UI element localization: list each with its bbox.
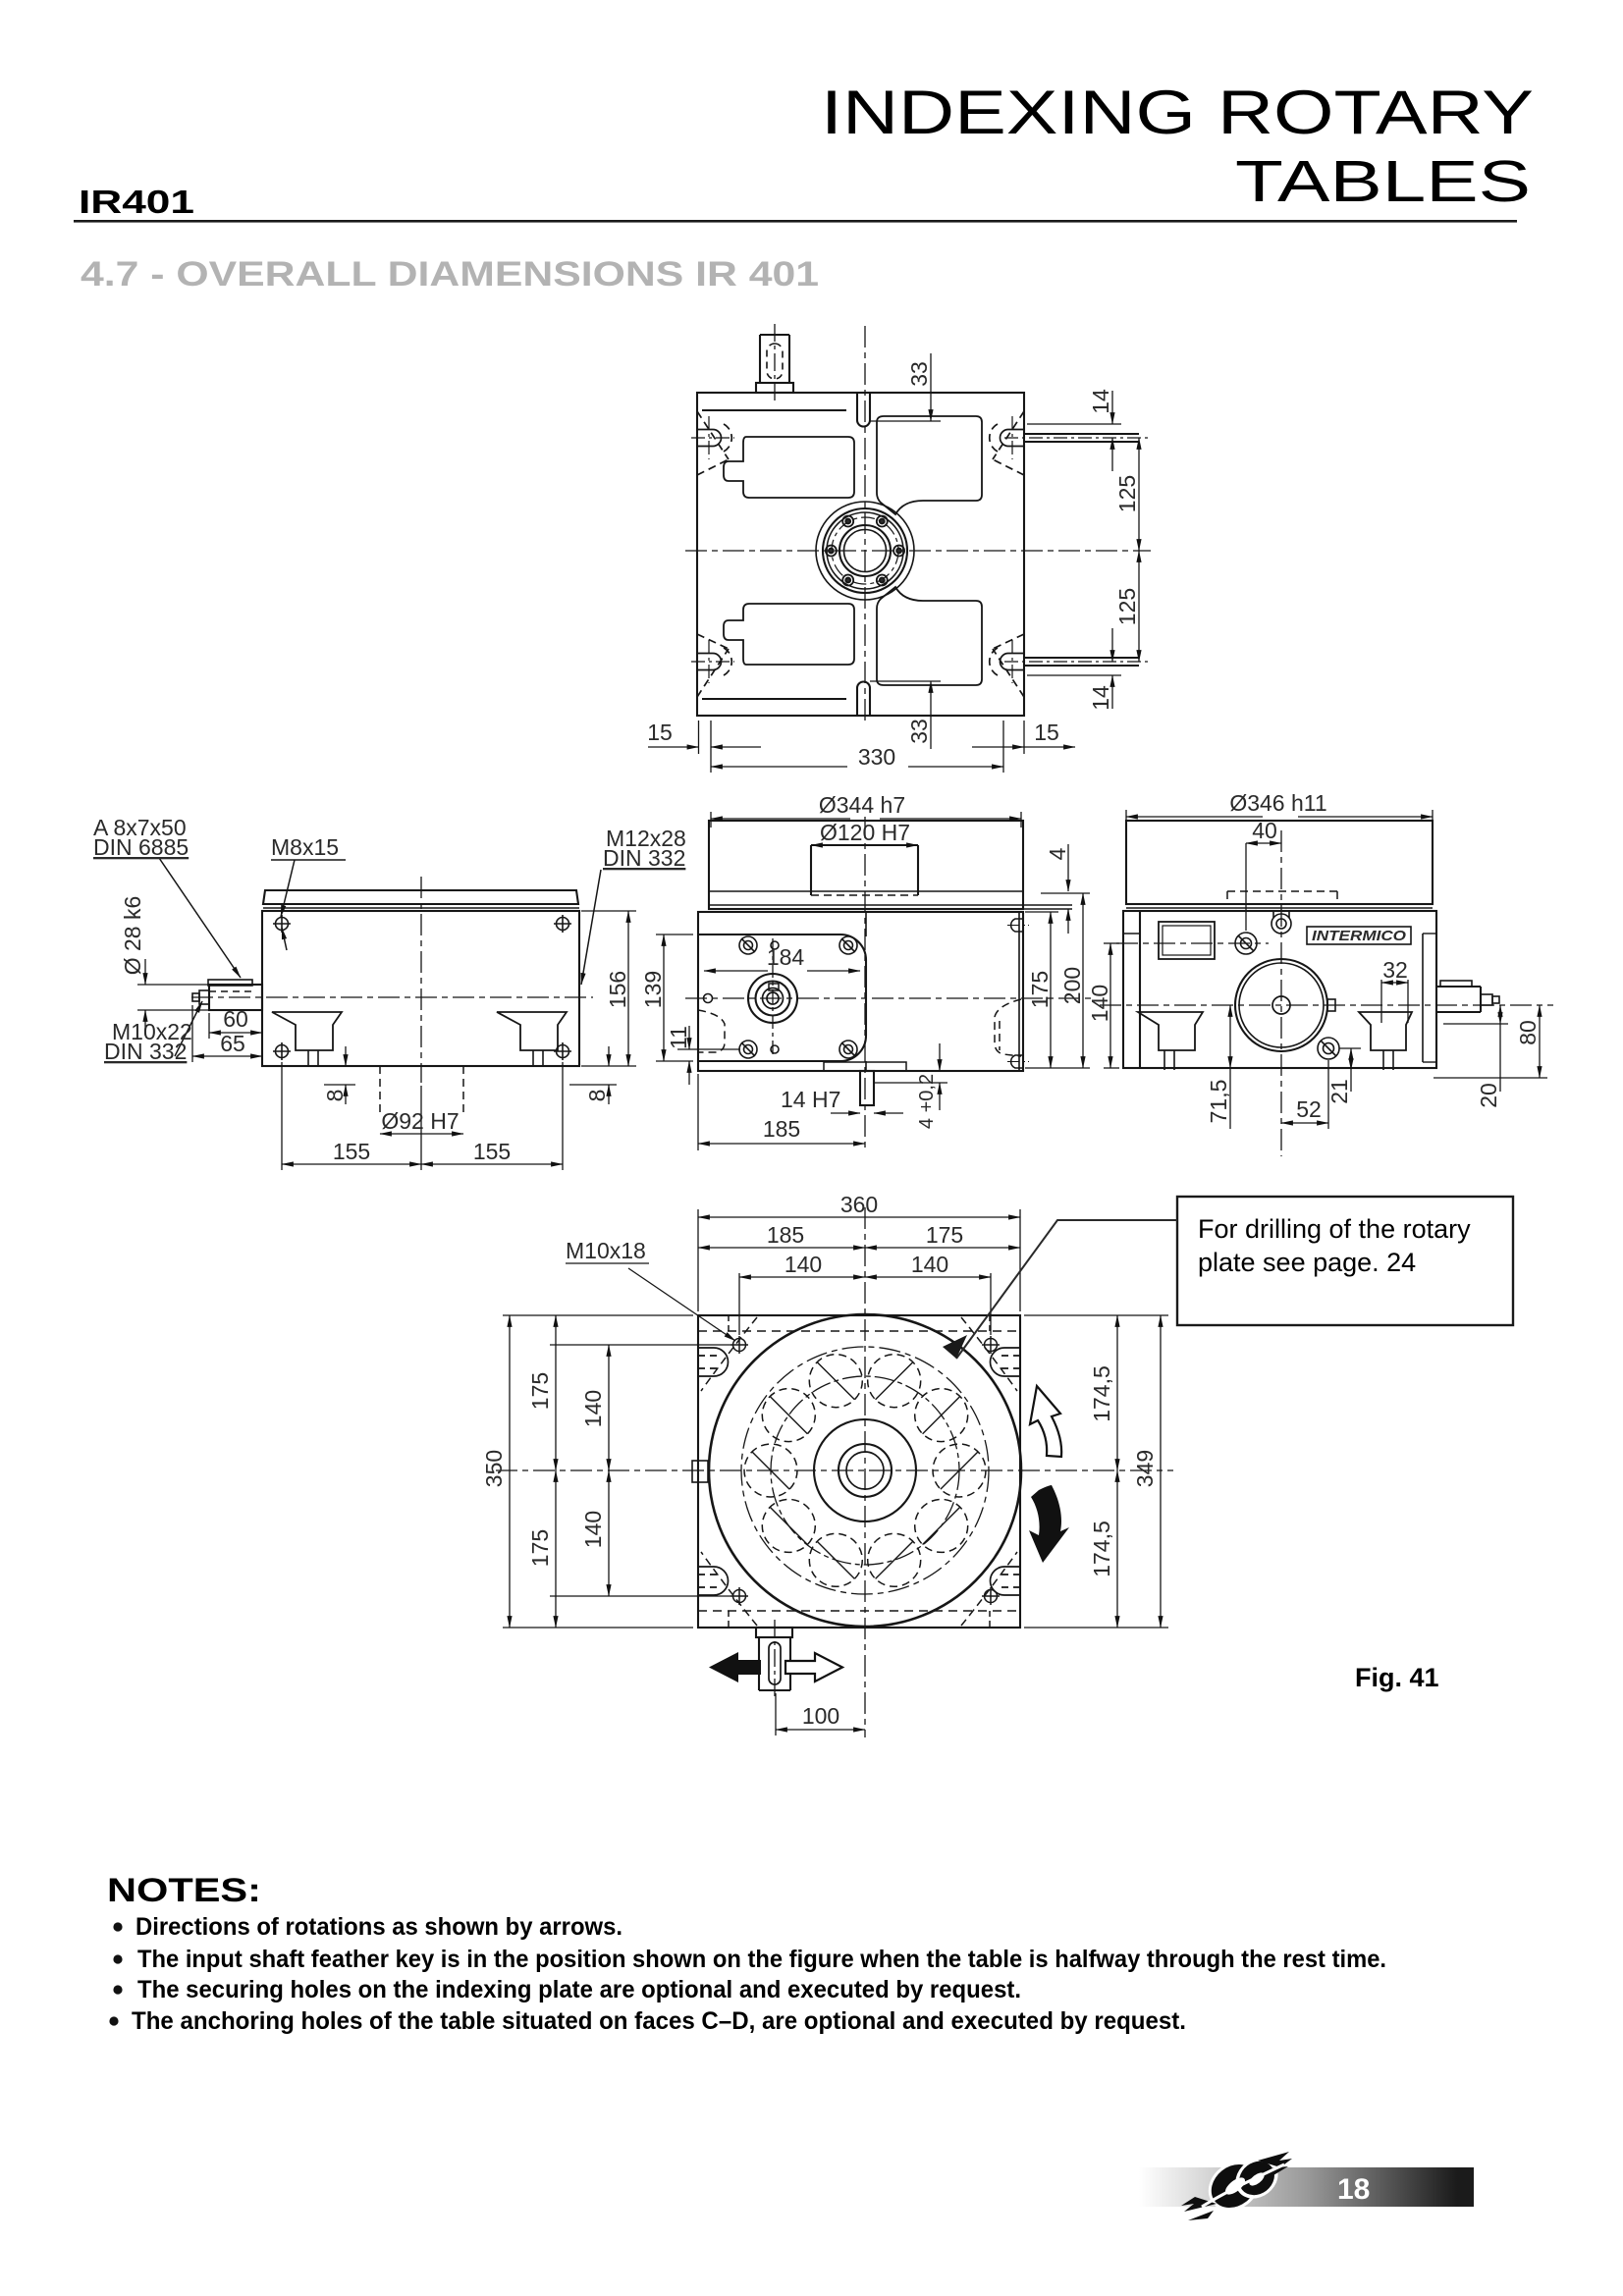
svg-text:175: 175 bbox=[527, 1372, 553, 1410]
svg-text:140: 140 bbox=[580, 1511, 606, 1548]
svg-text:14: 14 bbox=[1088, 389, 1113, 414]
svg-text:175: 175 bbox=[1027, 971, 1053, 1008]
svg-text:M8x15: M8x15 bbox=[271, 834, 339, 860]
svg-text:Ø92 H7: Ø92 H7 bbox=[381, 1108, 459, 1134]
svg-text:8: 8 bbox=[322, 1090, 348, 1102]
svg-text:15: 15 bbox=[647, 720, 673, 745]
svg-text:TABLES: TABLES bbox=[1235, 149, 1531, 214]
svg-text:174,5: 174,5 bbox=[1089, 1365, 1114, 1422]
svg-text:360: 360 bbox=[840, 1192, 878, 1217]
svg-text:330: 330 bbox=[858, 744, 895, 770]
svg-text:INTERMICO: INTERMICO bbox=[1312, 928, 1406, 944]
svg-text:185: 185 bbox=[763, 1116, 800, 1142]
svg-text:8: 8 bbox=[584, 1090, 610, 1102]
svg-text:INDEXING ROTARY: INDEXING ROTARY bbox=[821, 79, 1534, 147]
svg-text:M10x18: M10x18 bbox=[566, 1238, 646, 1263]
svg-text:NOTES:: NOTES: bbox=[107, 1872, 261, 1909]
svg-text:Ø120 H7: Ø120 H7 bbox=[820, 820, 910, 845]
svg-text:Ø 28 k6: Ø 28 k6 bbox=[120, 896, 145, 976]
svg-text:184: 184 bbox=[767, 944, 805, 970]
svg-text:A 8x7x50: A 8x7x50 bbox=[93, 815, 187, 840]
svg-text:175: 175 bbox=[527, 1529, 553, 1567]
svg-text:156: 156 bbox=[605, 971, 630, 1008]
svg-text:4.7 - OVERALL DIAMENSIONS IR 4: 4.7 - OVERALL DIAMENSIONS IR 401 bbox=[81, 255, 819, 294]
svg-text:20: 20 bbox=[1476, 1083, 1501, 1108]
svg-text:174,5: 174,5 bbox=[1089, 1521, 1114, 1577]
svg-text:For drilling of the rotary: For drilling of the rotary bbox=[1198, 1214, 1471, 1244]
svg-text:21: 21 bbox=[1326, 1079, 1352, 1104]
svg-text:185: 185 bbox=[767, 1222, 804, 1248]
svg-text:60: 60 bbox=[223, 1006, 248, 1032]
svg-text:plate see page. 24: plate see page. 24 bbox=[1198, 1248, 1416, 1277]
svg-text:4 +0,2: 4 +0,2 bbox=[916, 1074, 938, 1129]
svg-text:71,5: 71,5 bbox=[1206, 1080, 1231, 1124]
svg-text:Ø344 h7: Ø344 h7 bbox=[819, 792, 905, 818]
svg-text:33: 33 bbox=[906, 719, 932, 744]
svg-text:155: 155 bbox=[473, 1139, 511, 1164]
svg-text:33: 33 bbox=[906, 361, 932, 387]
svg-text:125: 125 bbox=[1114, 588, 1140, 625]
svg-text:140: 140 bbox=[911, 1252, 948, 1277]
svg-text:15: 15 bbox=[1034, 720, 1059, 745]
svg-text:14 H7: 14 H7 bbox=[781, 1087, 840, 1112]
svg-text:200: 200 bbox=[1059, 967, 1085, 1004]
svg-text:52: 52 bbox=[1296, 1096, 1322, 1122]
svg-text:65: 65 bbox=[220, 1031, 245, 1056]
svg-text:175: 175 bbox=[926, 1222, 963, 1248]
svg-text:The anchoring holes of the tab: The anchoring holes of the table situate… bbox=[132, 2007, 1186, 2035]
svg-text:Directions of rotations as sho: Directions of rotations as shown by arro… bbox=[135, 1913, 622, 1941]
svg-text:18: 18 bbox=[1337, 2173, 1370, 2206]
svg-text:125: 125 bbox=[1114, 475, 1140, 512]
svg-text:IR401: IR401 bbox=[79, 184, 194, 220]
svg-text:80: 80 bbox=[1515, 1020, 1541, 1045]
svg-text:Ø346 h11: Ø346 h11 bbox=[1229, 790, 1326, 816]
svg-text:The securing holes on the inde: The securing holes on the indexing plate… bbox=[137, 1976, 1021, 2003]
svg-text:11: 11 bbox=[666, 1026, 691, 1049]
svg-text:100: 100 bbox=[802, 1703, 839, 1729]
svg-text:140: 140 bbox=[580, 1390, 606, 1427]
svg-text:40: 40 bbox=[1252, 818, 1277, 843]
svg-text:DIN 332: DIN 332 bbox=[603, 845, 685, 871]
svg-text:M10x22: M10x22 bbox=[112, 1019, 192, 1044]
svg-text:The input shaft feather key is: The input shaft feather key is in the po… bbox=[137, 1946, 1386, 1973]
svg-text:140: 140 bbox=[784, 1252, 822, 1277]
svg-text:155: 155 bbox=[333, 1139, 370, 1164]
svg-text:139: 139 bbox=[640, 971, 666, 1008]
svg-text:M12x28: M12x28 bbox=[606, 826, 686, 851]
svg-text:140: 140 bbox=[1087, 985, 1112, 1022]
svg-text:4: 4 bbox=[1045, 847, 1070, 860]
svg-text:DIN 332: DIN 332 bbox=[104, 1039, 187, 1064]
svg-text:350: 350 bbox=[481, 1450, 507, 1487]
svg-text:Fig. 41: Fig. 41 bbox=[1355, 1663, 1439, 1692]
svg-text:14: 14 bbox=[1088, 685, 1113, 711]
svg-text:349: 349 bbox=[1132, 1450, 1158, 1487]
svg-text:DIN 6885: DIN 6885 bbox=[93, 834, 189, 860]
svg-text:32: 32 bbox=[1382, 957, 1408, 983]
